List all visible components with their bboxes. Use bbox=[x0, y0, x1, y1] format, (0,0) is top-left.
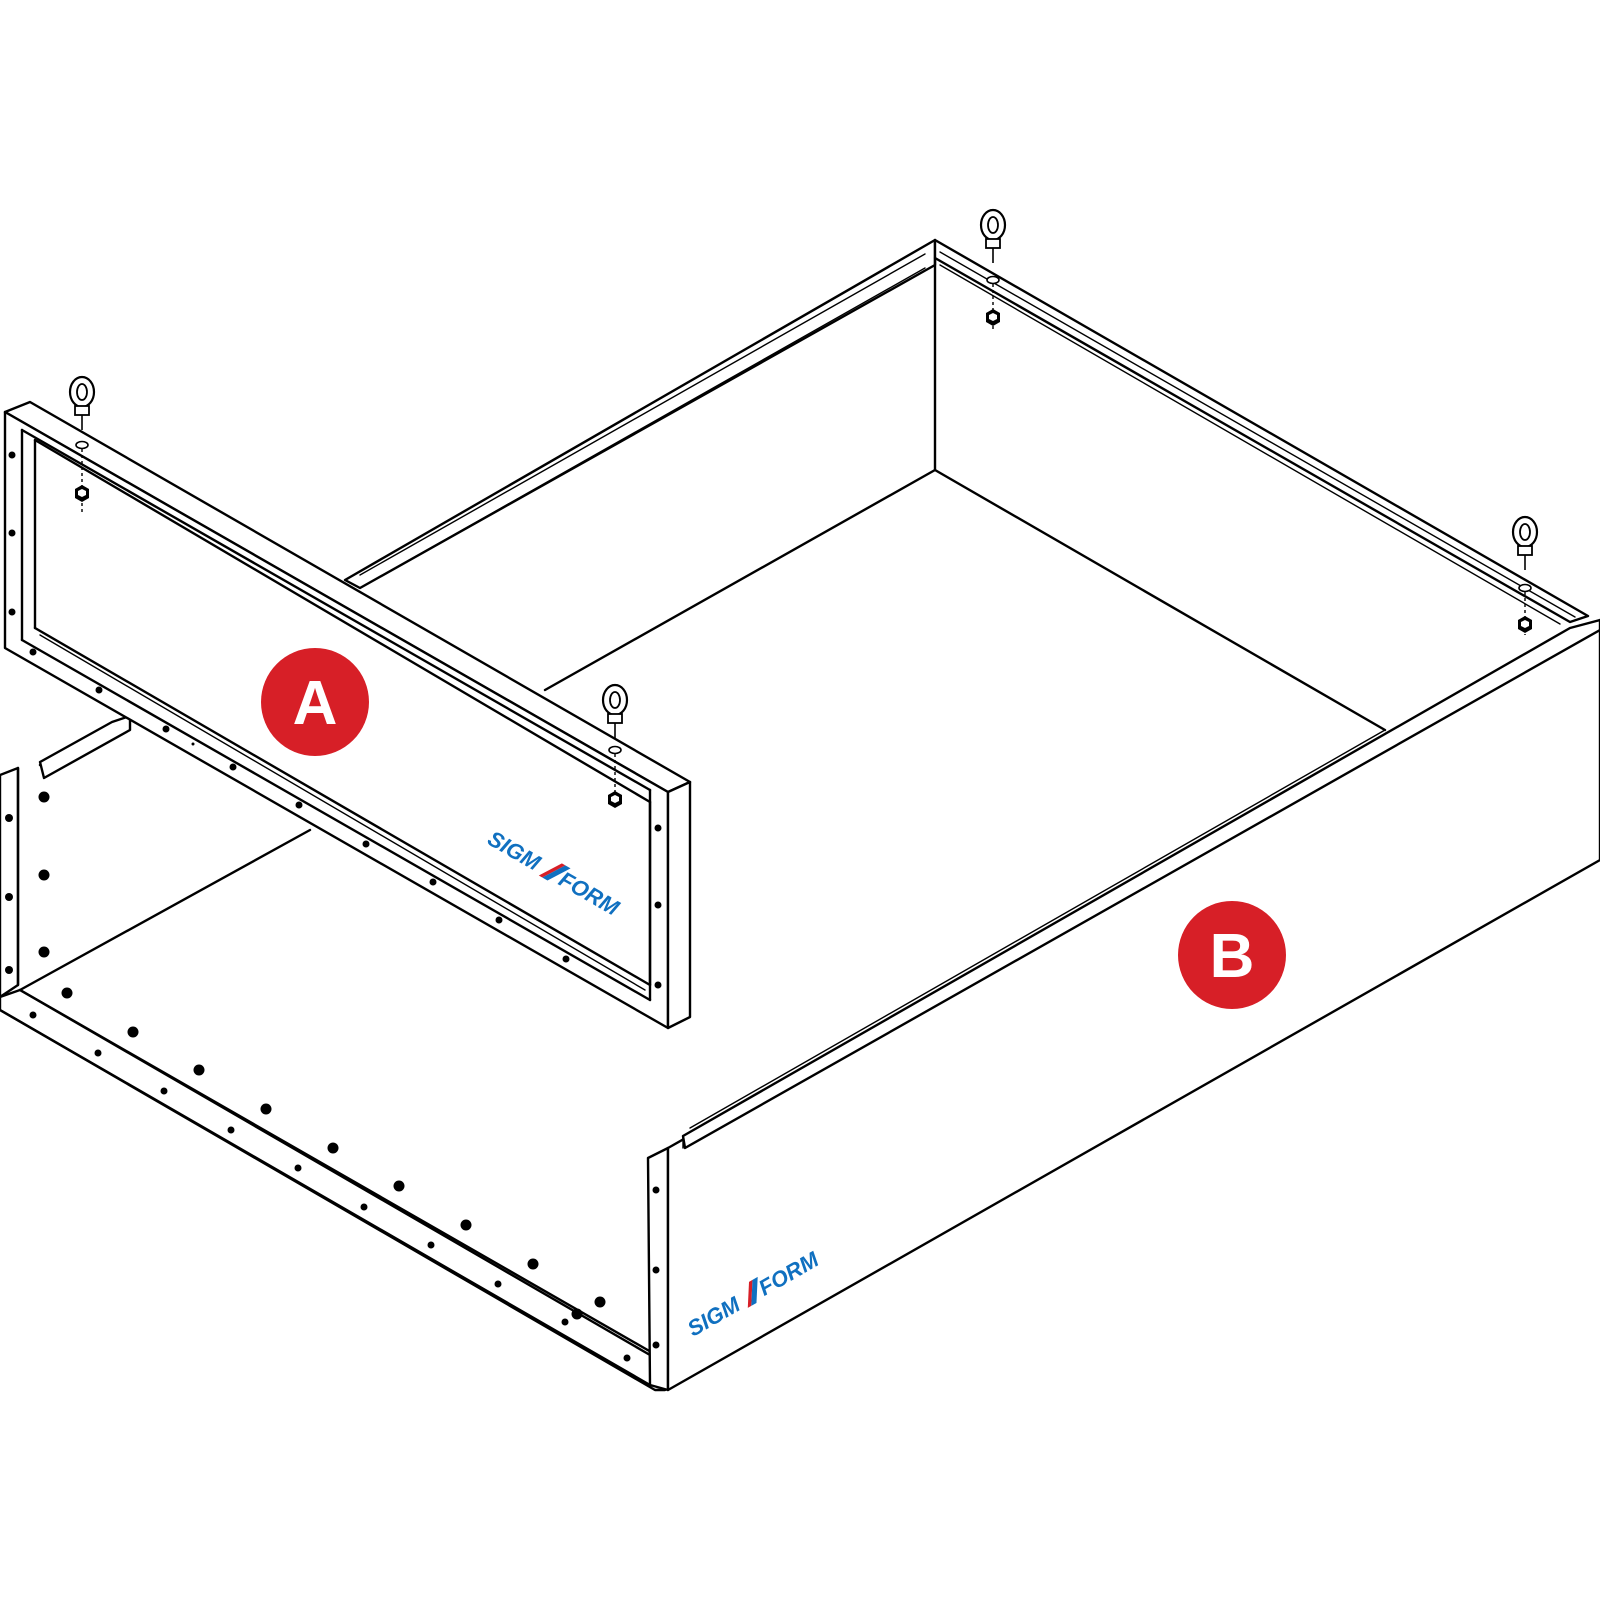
box-b bbox=[0, 238, 1600, 1392]
box-b-end-holes bbox=[5, 791, 50, 974]
washer-icon bbox=[986, 275, 1000, 285]
box-b-front-lip bbox=[38, 714, 132, 780]
label-a-text: A bbox=[293, 669, 338, 738]
label-badge-b: B bbox=[1178, 901, 1286, 1009]
hex-nut-icon bbox=[986, 309, 1000, 326]
panel-a-right-end bbox=[666, 780, 692, 1030]
box-b-front-holes bbox=[29, 987, 631, 1362]
box-b-back-right-wall bbox=[933, 238, 1590, 624]
box-b-post-holes bbox=[652, 1186, 660, 1349]
eye-bolt-icon bbox=[979, 208, 1007, 265]
hardware bbox=[68, 208, 1539, 808]
box-b-right-lip bbox=[681, 618, 1600, 1150]
panel-a-bottom-holes bbox=[29, 648, 570, 963]
box-b-left-end-wall bbox=[0, 766, 20, 999]
eye-bolt-icon bbox=[68, 375, 96, 432]
logo-slash-icon bbox=[538, 863, 571, 881]
logo-slash-icon bbox=[747, 1276, 758, 1308]
eye-bolt-icon bbox=[601, 683, 629, 740]
eye-bolt-icon bbox=[1511, 515, 1539, 572]
label-b-text: B bbox=[1210, 922, 1255, 991]
box-b-back-left-wall bbox=[343, 238, 937, 590]
washer-icon bbox=[75, 440, 89, 450]
hex-nut-icon bbox=[1518, 616, 1532, 633]
label-badge-a: A bbox=[261, 648, 369, 756]
washer-icon bbox=[608, 745, 622, 755]
washer-icon bbox=[1518, 583, 1532, 593]
